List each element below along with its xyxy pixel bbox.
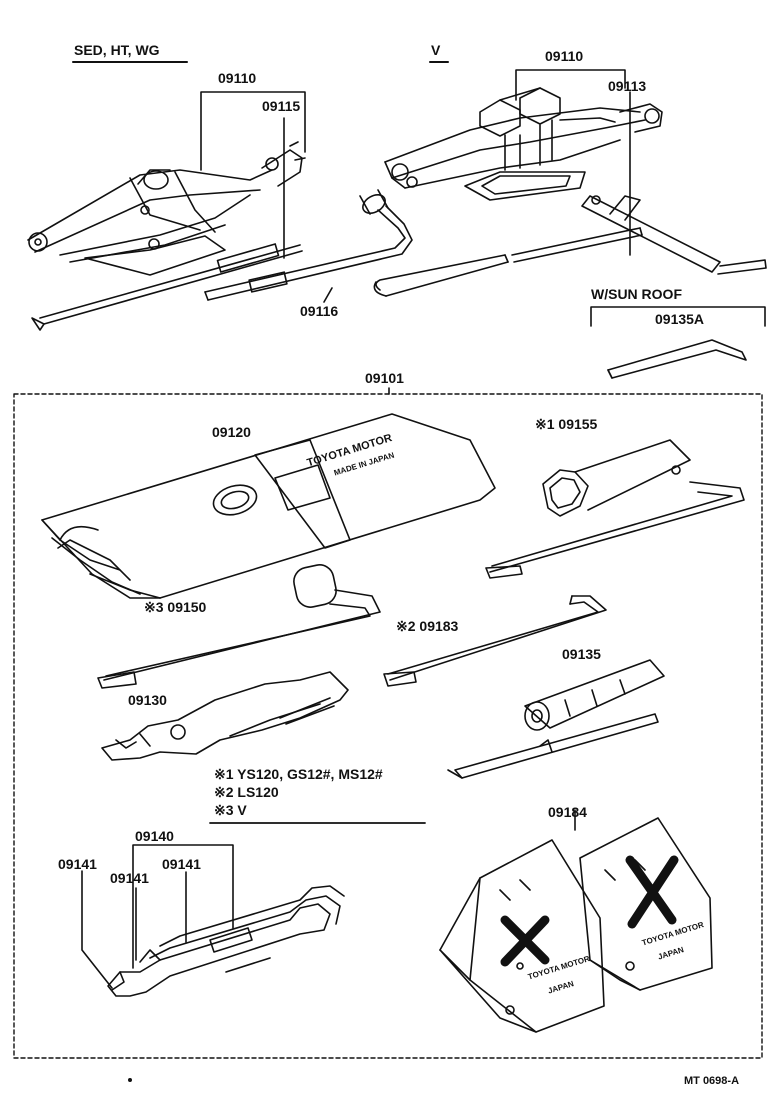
part-number-09135a: 09135A [655, 311, 705, 327]
part-number-09130: 09130 [128, 692, 167, 708]
leader-09116 [323, 287, 333, 303]
scissor-jack-left [27, 141, 306, 331]
lug-wrench-rod [204, 189, 413, 301]
open-end-wrench-set [107, 885, 345, 997]
part-number-09183: ※2 09183 [396, 618, 459, 634]
part-number-09120: 09120 [212, 424, 251, 440]
wheel-chocks [439, 817, 713, 1033]
l-socket-wrench [97, 564, 381, 689]
part-number-09116: 09116 [300, 303, 339, 319]
part-number-09155: ※1 09155 [535, 416, 598, 432]
kit-boundary [13, 393, 763, 1059]
leader-09140 [132, 844, 234, 969]
tool-bag [41, 413, 496, 599]
leader-09141-a [81, 870, 113, 989]
stray-mark [128, 1078, 133, 1083]
group-label-sed-ht-wg: SED, HT, WG [74, 42, 160, 58]
group-label-sun-roof: W/SUN ROOF [591, 286, 682, 302]
part-number-09110-right: 09110 [545, 48, 584, 64]
leader-09110-left [200, 91, 306, 171]
part-number-09141-b: 09141 [110, 870, 149, 886]
part-number-09184: 09184 [548, 804, 587, 820]
sunroof-handle [607, 339, 747, 379]
part-number-09140: 09140 [135, 828, 174, 844]
part-number-09101: 09101 [365, 370, 404, 386]
sunroof-bracket [590, 306, 766, 327]
part-number-09113: 09113 [608, 78, 647, 94]
part-number-09141-a: 09141 [58, 856, 97, 872]
group-label-v: V [431, 42, 441, 58]
drawing-code: MT 0698-A [684, 1075, 740, 1087]
pliers [101, 671, 349, 761]
jack-handle-right [581, 195, 767, 275]
leader-09110-right [515, 69, 626, 101]
part-number-09141-c: 09141 [162, 856, 201, 872]
scissor-jack-right [384, 87, 663, 201]
tube-wrench [485, 439, 745, 579]
pry-bar [383, 595, 607, 687]
part-number-09110-left: 09110 [218, 70, 257, 86]
part-number-09115: 09115 [262, 98, 301, 114]
footnote-1: ※1 YS120, GS12#, MS12# [214, 766, 383, 782]
footnote-2: ※2 LS120 [214, 784, 279, 800]
part-number-09150: ※3 09150 [144, 599, 207, 615]
footnote-3: ※3 V [214, 802, 247, 818]
part-number-09135: 09135 [562, 646, 601, 662]
extension-rod-right [373, 227, 643, 297]
screwdriver [447, 659, 665, 779]
